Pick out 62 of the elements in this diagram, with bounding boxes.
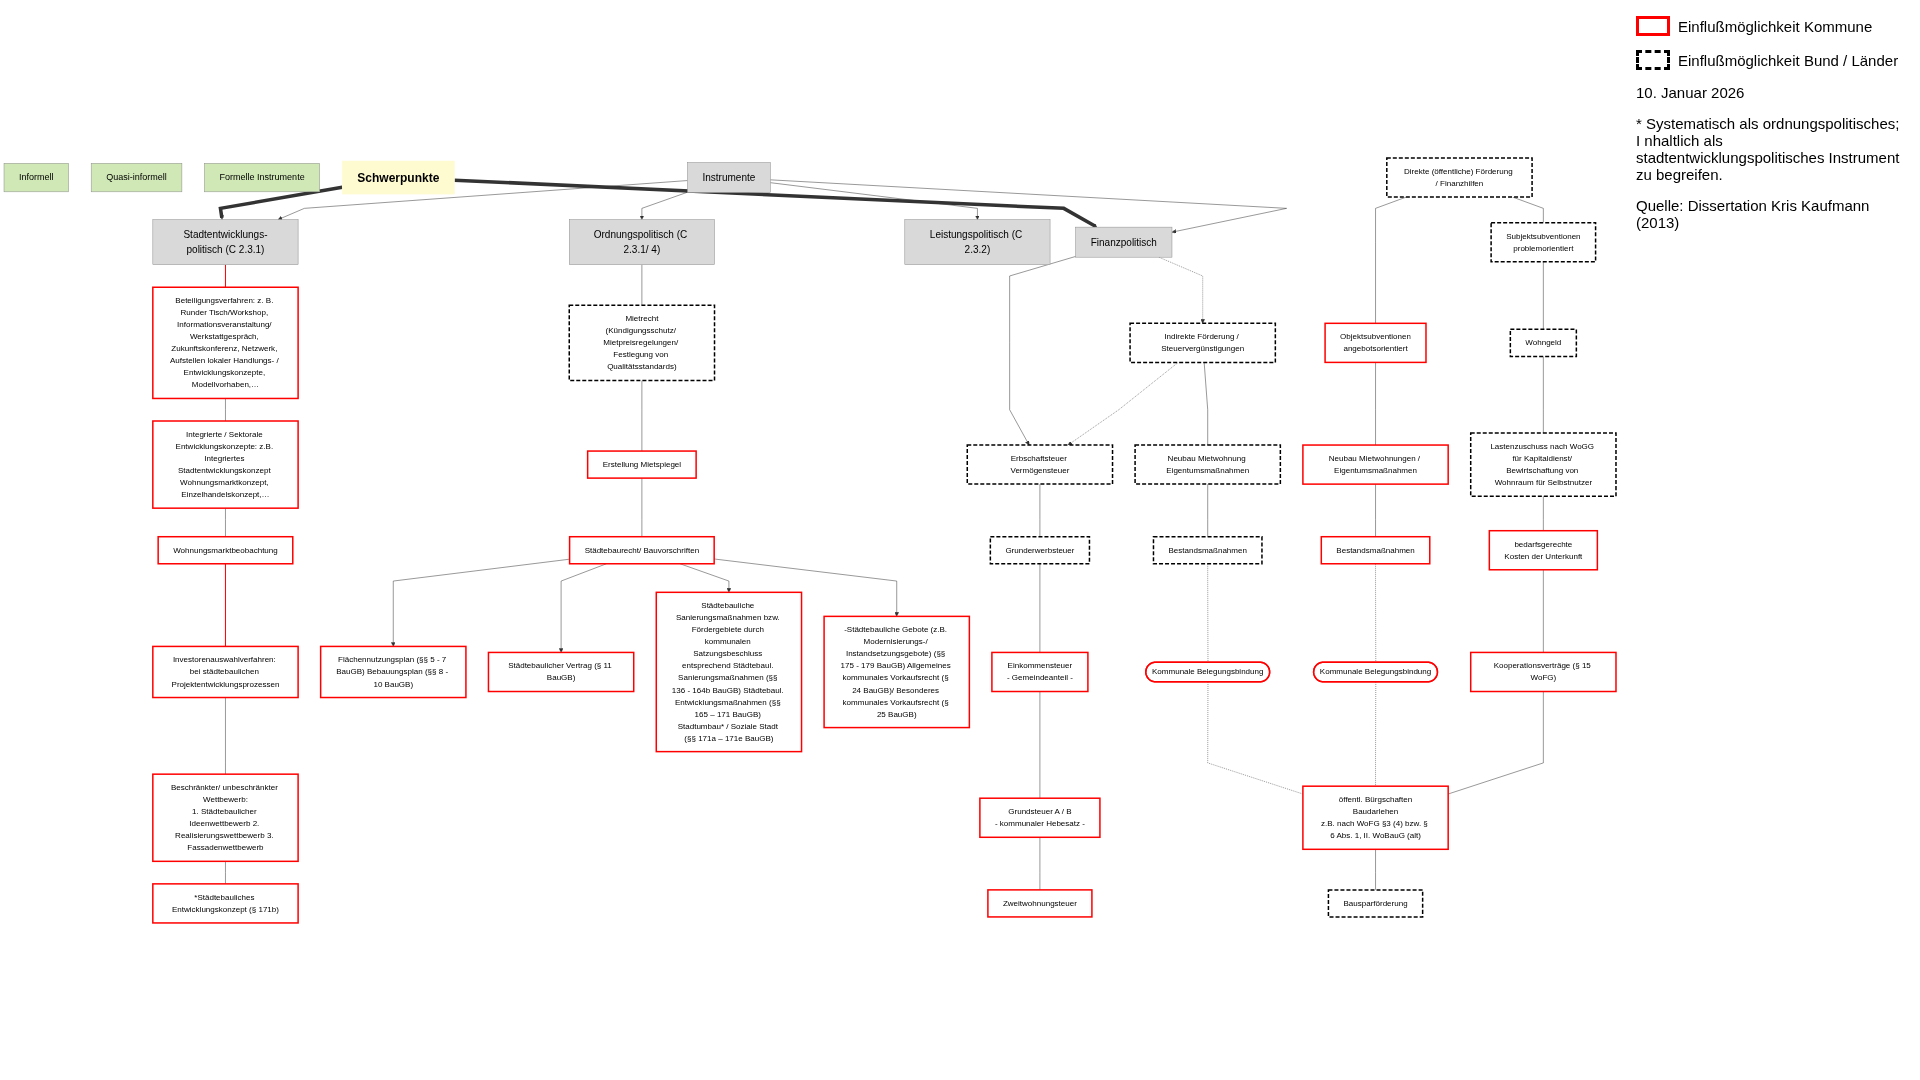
node-box: Flächennutzungsplan (§§ 5 - 7 BauGB) Bebauungsplan (§§ 8 - 10 BauGB)	[319, 645, 467, 698]
node-box: Städtebaulicher Vertrag (§ 11 BauGB)	[487, 651, 635, 692]
node-box: Bestandsmaßnahmen	[1320, 535, 1431, 565]
connector	[1543, 355, 1544, 433]
node-box: Städtebauliche Sanierungsmaßnahmen bzw. Fördergebiete durch kommunalen Satzungsbeschluss entsprechend Städtebaul. Sanierungsmaßnahmen (§§ 136 - 164b BauGB) Städtebaul. Entwicklungsmaßnahmen (§§ 165 – 171 BauGB) Stadtumbau* / Soziale Stadt (§§ 171a – 171e BauGB)	[655, 591, 803, 752]
connector	[1039, 563, 1041, 653]
node-box: bedarfsgerechte Kosten der Unterkunft	[1488, 529, 1599, 571]
note-text: Quelle: Dissertation Kris Kaufmann (2013)	[1636, 197, 1871, 231]
node-box: Direkte (öffentliche) Förderung / Finanzhilfen	[1386, 156, 1533, 198]
arrow	[454, 177, 1098, 228]
node-box: Informell	[3, 162, 69, 192]
node-box: Beschränkter/ unbeschränkter Wettbewerb: 1. Städtebaulicher Ideenwettbewerb 2. Realisierungswettbewerb 3. Fassadenwettbewerb	[152, 772, 299, 862]
node-box: Wohnungsmarktbeobachtung	[157, 535, 294, 565]
connector	[1039, 483, 1041, 537]
node-box: Einkommensteuer - Gemeindeanteil -	[991, 651, 1089, 692]
legend-text: Einflußmöglichkeit Bund / Länder	[1678, 51, 1899, 69]
connector	[1543, 260, 1544, 330]
node-box: Mietrecht (Kündigungsschutz/ Mietpreisregelungen/ Festlegung von Qualitätsstandards)	[568, 304, 716, 381]
connector	[1375, 196, 1407, 324]
node-box: öffentl. Bürgschaften Baudarlehen z.B. nach WoFG §3 (4) bzw. § 6 Abs. 1, II. WoBauG (alt)	[1302, 784, 1449, 850]
legend-text: Einflußmöglichkeit Kommune	[1678, 17, 1873, 35]
node-box: Erbschaftsteuer Vermögensteuer	[966, 443, 1114, 485]
connector	[1203, 361, 1208, 445]
node-box: *Städtebauliches Entwicklungskonzept (§ 171b)	[152, 882, 299, 924]
node-box: Integrierte / Sektorale Entwicklungskonzepte: z.B. Integriertes Stadtentwicklungskonzept Wohnungsmarktkonzept, Einzelhandelskonzept,…	[152, 419, 299, 509]
node-box: Investorenauswahlverfahren: bei städtebaulichen Projektentwicklungsprozessen	[152, 645, 299, 698]
node-box: Neubau Mietwohnungen / Eigentumsmaßnahmen	[1302, 443, 1449, 485]
node-box: Finanzpolitisch	[1075, 226, 1173, 257]
node-box: Beteiligungsverfahren: z. B. Runder Tisch/Workshop, Informationsveranstaltung/ Werkstattgespräch, Zukunftskonferenz, Netzwerk, Aufstellen lokaler Handlungs- / Entwicklungskonzepte, Modellvorhaben,…	[152, 286, 299, 399]
connector	[1543, 495, 1544, 531]
node-box: Ordnungspolitisch (C 2.3.1/ 4)	[569, 218, 715, 265]
node-box: Neubau Mietwohnung Eigentumsmaßnahmen	[1134, 443, 1282, 485]
arrow	[218, 185, 343, 220]
node-box: Grunderwerbsteuer	[989, 535, 1091, 565]
connector	[641, 379, 643, 451]
note-text: 10. Januar 2026	[1636, 84, 1746, 101]
node-box: Stadtentwicklungs-politisch (C 2.3.1)	[152, 218, 299, 265]
connector	[1375, 848, 1376, 890]
node-box: Subjektsubventionen problemorientiert	[1490, 221, 1597, 262]
node-box: Quasi-informell	[90, 162, 183, 192]
node-box: Bausparförderung	[1327, 888, 1424, 918]
node-box: Bestandsmaßnahmen	[1152, 535, 1263, 565]
node-box: Grundsteuer A / B - kommunaler Hebesatz -	[979, 797, 1101, 838]
node-box: Zweitwohnungsteuer	[987, 888, 1093, 918]
node-box: Erstellung Mietspiegel	[586, 449, 697, 479]
node-box: Objektsubventionen angebotsorientiert	[1324, 322, 1427, 363]
node-box: Instrumente	[687, 161, 771, 193]
connector	[224, 562, 226, 647]
node-box: Formelle Instrumente	[204, 162, 320, 192]
node-box: Indirekte Förderung / Steuervergünstigungen	[1129, 322, 1277, 363]
node-box: Leistungspolitisch (C 2.3.2)	[904, 218, 1051, 265]
node-box: Lastenzuschuss nach WoGG für Kapitaldienst/ Bewirtschaftung von Wohnraum für Selbstnutzer	[1469, 431, 1617, 497]
node-box: Kooperationsverträge (§ 15 WoFG)	[1469, 651, 1617, 692]
node-box: -Städtebauliche Gebote (z.B. Modernisierungs-/ Instandsetzungsgebote) (§§ 175 - 179 BauGB) Allgemeines kommunales Vorkaufsrecht (§ 24 BauGB)/ Besonderes kommunales Vorkaufsrecht (§ 25 BauGB)	[823, 615, 971, 728]
node-box: Städtebaurecht/ Bauvorschriften	[568, 535, 715, 565]
connector	[1207, 483, 1208, 537]
note-text: * Systematisch als ordnungspolitisches; I nhaltlich als stadtentwicklungspolitisches Instrument zu begreifen.	[1636, 115, 1901, 183]
connector	[224, 263, 226, 288]
node-box: Wohngeld	[1509, 328, 1578, 357]
connector	[1512, 196, 1544, 223]
node-box: Schwerpunkte	[341, 160, 455, 194]
connector	[641, 263, 643, 306]
